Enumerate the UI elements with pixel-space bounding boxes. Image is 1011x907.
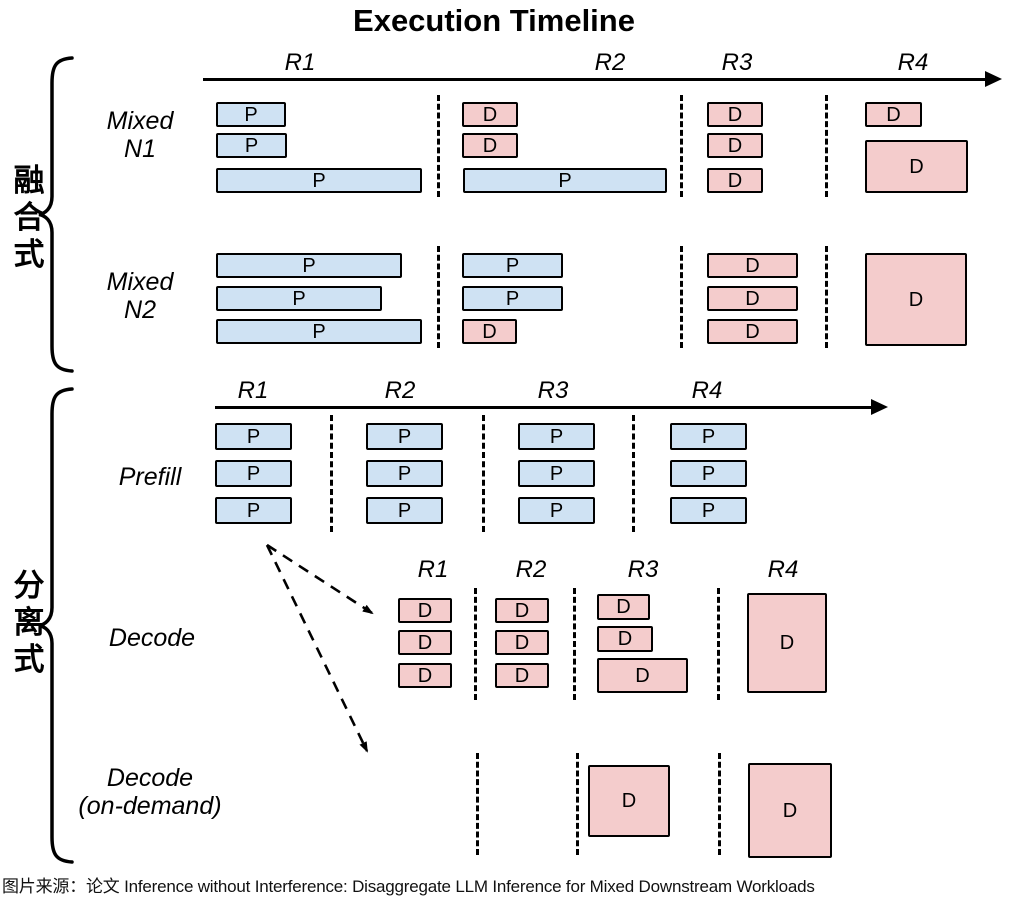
round-label-r4: R4 bbox=[691, 377, 723, 404]
decode-task-box: D bbox=[398, 630, 452, 655]
decode-task-box: D bbox=[462, 319, 517, 344]
timeline-axis-prefill-axis bbox=[215, 406, 873, 409]
round-label-r2: R2 bbox=[594, 49, 626, 76]
round-label-r2: R2 bbox=[384, 377, 416, 404]
round-divider-dash bbox=[330, 415, 333, 532]
round-label-r1: R1 bbox=[237, 377, 269, 404]
prefill-task-box: P bbox=[518, 497, 595, 524]
prefill-task-box: P bbox=[462, 286, 563, 311]
round-divider-dash bbox=[632, 415, 635, 532]
round-label-r3: R3 bbox=[627, 556, 659, 583]
prefill-task-box: P bbox=[216, 253, 402, 278]
prefill-task-box: P bbox=[215, 423, 292, 450]
round-label-r2: R2 bbox=[515, 556, 547, 583]
round-label-r1: R1 bbox=[417, 556, 449, 583]
round-divider-dash bbox=[437, 95, 440, 197]
timeline-axis-mixed-axis bbox=[203, 78, 987, 81]
round-divider-dash bbox=[474, 588, 477, 700]
decode-task-box: D bbox=[597, 594, 650, 620]
caption: 图片来源：论文 Inference without Interference: … bbox=[2, 877, 815, 896]
round-divider-dash bbox=[482, 415, 485, 532]
row-label-line: (on-demand) bbox=[78, 792, 222, 820]
round-divider-dash bbox=[825, 95, 828, 197]
decode-task-box: D bbox=[747, 593, 827, 693]
axis-arrowhead-icon bbox=[985, 71, 1002, 87]
section-label-fused: 融合式 bbox=[8, 163, 44, 275]
decode-task-box: D bbox=[398, 663, 452, 688]
diagram-title: Execution Timeline bbox=[353, 3, 635, 38]
row-label-prefill: Prefill bbox=[119, 463, 182, 491]
row-label-decode-on-demand: Decode(on-demand) bbox=[78, 764, 221, 820]
round-divider-dash bbox=[717, 588, 720, 700]
curly-brace-icon bbox=[38, 56, 74, 373]
prefill-task-box: P bbox=[216, 102, 286, 127]
decode-task-box: D bbox=[707, 168, 763, 193]
section-label-disaggregated: 分离式 bbox=[8, 568, 44, 680]
decode-task-box: D bbox=[597, 658, 688, 693]
prefill-task-box: P bbox=[366, 423, 443, 450]
round-divider-dash bbox=[573, 588, 576, 700]
decode-task-box: D bbox=[588, 765, 670, 837]
prefill-task-box: P bbox=[366, 497, 443, 524]
row-label-line: N1 bbox=[124, 135, 156, 163]
round-divider-dash bbox=[825, 246, 828, 348]
decode-task-box: D bbox=[495, 663, 549, 688]
decode-task-box: D bbox=[495, 630, 549, 655]
row-label-line: N2 bbox=[124, 296, 156, 324]
decode-task-box: D bbox=[398, 598, 452, 623]
prefill-to-decode-arrow-icon bbox=[265, 544, 369, 753]
decode-task-box: D bbox=[748, 763, 832, 858]
prefill-task-box: P bbox=[215, 460, 292, 487]
prefill-task-box: P bbox=[518, 423, 595, 450]
row-label-line: Decode bbox=[106, 764, 194, 792]
curly-brace-icon bbox=[38, 387, 74, 864]
decode-task-box: D bbox=[462, 133, 518, 158]
prefill-task-box: P bbox=[670, 497, 747, 524]
prefill-task-box: P bbox=[670, 423, 747, 450]
row-label-line: Prefill bbox=[118, 463, 182, 491]
prefill-task-box: P bbox=[670, 460, 747, 487]
prefill-task-box: P bbox=[463, 168, 667, 193]
round-divider-dash bbox=[437, 246, 440, 348]
prefill-task-box: P bbox=[216, 133, 287, 158]
round-label-r4: R4 bbox=[897, 49, 929, 76]
round-label-r3: R3 bbox=[721, 49, 753, 76]
round-divider-dash bbox=[576, 753, 579, 855]
decode-task-box: D bbox=[707, 102, 763, 127]
decode-task-box: D bbox=[865, 140, 968, 193]
decode-task-box: D bbox=[865, 253, 967, 346]
prefill-task-box: P bbox=[518, 460, 595, 487]
prefill-task-box: P bbox=[462, 253, 563, 278]
prefill-task-box: P bbox=[216, 319, 422, 344]
round-label-r1: R1 bbox=[284, 49, 316, 76]
round-label-r3: R3 bbox=[537, 377, 569, 404]
decode-task-box: D bbox=[707, 253, 798, 278]
prefill-to-decode-arrow-icon bbox=[266, 543, 374, 615]
round-label-r4: R4 bbox=[767, 556, 799, 583]
round-divider-dash bbox=[680, 246, 683, 348]
decode-task-box: D bbox=[865, 102, 922, 127]
row-label-decode: Decode bbox=[109, 624, 195, 652]
row-label-line: Mixed bbox=[106, 268, 174, 296]
prefill-task-box: P bbox=[215, 497, 292, 524]
round-divider-dash bbox=[718, 753, 721, 855]
axis-arrowhead-icon bbox=[871, 399, 888, 415]
decode-task-box: D bbox=[495, 598, 549, 623]
round-divider-dash bbox=[476, 753, 479, 855]
prefill-task-box: P bbox=[216, 286, 382, 311]
decode-task-box: D bbox=[597, 626, 653, 652]
prefill-task-box: P bbox=[366, 460, 443, 487]
decode-task-box: D bbox=[462, 102, 518, 127]
row-label-line: Decode bbox=[108, 624, 196, 652]
round-divider-dash bbox=[680, 95, 683, 197]
row-label-line: Mixed bbox=[106, 107, 174, 135]
decode-task-box: D bbox=[707, 286, 798, 311]
prefill-task-box: P bbox=[216, 168, 422, 193]
decode-task-box: D bbox=[707, 319, 798, 344]
decode-task-box: D bbox=[707, 133, 763, 158]
